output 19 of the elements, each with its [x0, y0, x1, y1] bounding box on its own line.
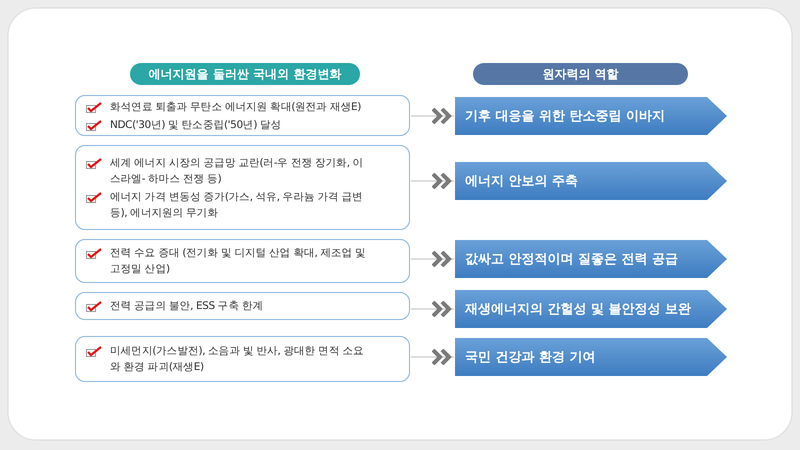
arrow-banner: 값싸고 안정적이며 질좋은 전력 공급: [455, 240, 727, 278]
item-text: 에너지 가격 변동성 증가(가스, 석유, 우라늄 가격 급변 등), 에너지원의 무기화: [110, 190, 364, 220]
item-text: 전력 공급의 불안, ESS 구축 한계: [110, 299, 263, 314]
text-box: [75, 336, 410, 382]
item-text: NDC('30년) 및 탄소중립('50년) 달성: [110, 118, 282, 132]
item-text: 세계 에너지 시장의 공급망 교란(러-우 전쟁 장기화, 이스라엘- 하마스 전쟁 등): [110, 156, 364, 186]
item-text: 전력 수요 증대 (전기화 및 디지털 산업 확대, 제조업 및 고정밀 산업): [110, 246, 367, 277]
item-text: 미세먼지(가스발전), 소음과 빛 반사, 광대한 면적 소요와 환경 파괴(재생E): [110, 344, 364, 375]
header-pill: 에너지원을 둘러싼 국내외 환경변화: [130, 63, 360, 85]
arrow-banner: 재생에너지의 간헐성 및 불안정성 보완: [455, 290, 727, 328]
arrow-banner: 국민 건강과 환경 기여: [455, 338, 727, 376]
header-pill: 원자력의 역할: [473, 63, 688, 85]
text-box: [75, 95, 410, 136]
text-box: [75, 145, 410, 230]
text-box: [75, 239, 410, 283]
text-box: [75, 292, 410, 320]
arrow-banner: 기후 대응을 위한 탄소중립 이바지: [455, 97, 727, 135]
arrow-banner: 에너지 안보의 주축: [455, 162, 727, 200]
item-text: 화석연료 퇴출과 무탄소 에너지원 확대(원전과 재생E): [110, 100, 361, 114]
